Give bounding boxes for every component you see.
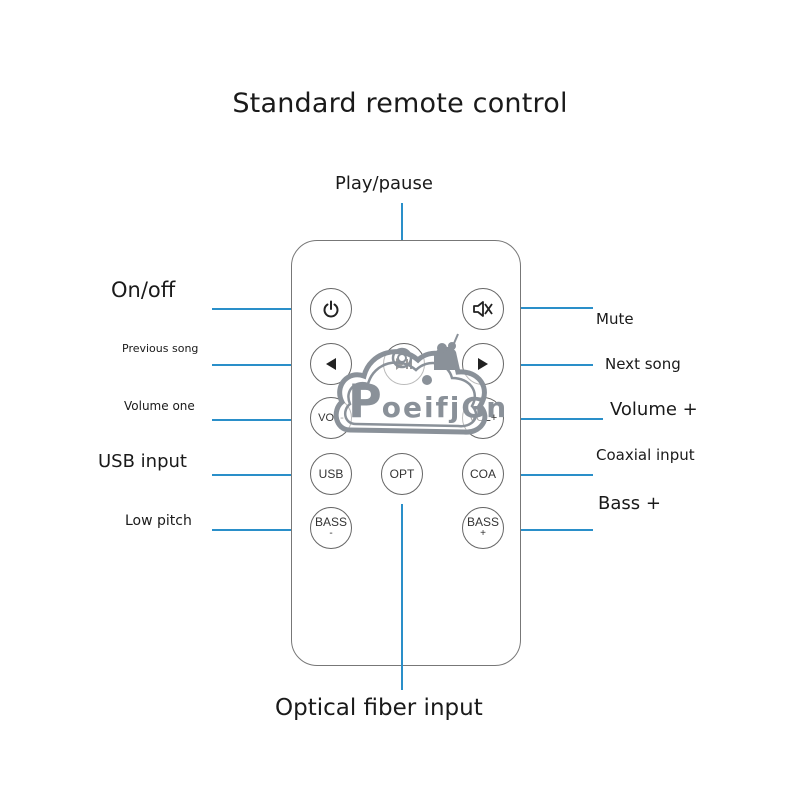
label-usb-input: USB input [98, 451, 187, 472]
play-pause-icon [396, 358, 412, 370]
leader-line-previous-song [212, 364, 292, 366]
next-song-button[interactable] [462, 343, 504, 385]
leader-line-volume-plus [521, 418, 603, 420]
optical-button[interactable]: OPT [381, 453, 423, 495]
label-bass-plus: Bass + [598, 493, 661, 514]
label-coaxial-input: Coaxial input [596, 446, 695, 464]
label-on-off: On/off [111, 278, 176, 302]
bass-plus-sign: + [480, 528, 486, 539]
usb-button[interactable]: USB [310, 453, 352, 495]
play-pause-button[interactable] [383, 343, 425, 385]
triangle-right-icon [478, 358, 488, 370]
bass-minus-button[interactable]: BASS - [310, 507, 352, 549]
label-volume-plus: Volume + [610, 399, 698, 420]
coaxial-button[interactable]: COA [462, 453, 504, 495]
label-optical-input: Optical fiber input [275, 695, 483, 721]
leader-line-optical-input [401, 504, 403, 690]
leader-line-on-off [212, 308, 292, 310]
power-button[interactable] [310, 288, 352, 330]
volume-minus-button[interactable]: VOL- [310, 397, 352, 439]
label-volume-minus: Volume one [124, 399, 195, 413]
bass-minus-label: BASS [314, 515, 347, 529]
diagram-title: Standard remote control [232, 88, 568, 119]
label-previous-song: Previous song [122, 342, 199, 355]
triangle-left-icon [326, 358, 336, 370]
power-icon [323, 300, 339, 318]
leader-line-low-pitch [212, 529, 292, 531]
leader-line-mute [521, 307, 593, 309]
leader-line-usb-input [212, 474, 292, 476]
mute-button[interactable] [462, 288, 504, 330]
volume-plus-button[interactable]: VOL+ [462, 397, 504, 439]
leader-line-volume-minus [212, 419, 292, 421]
label-next-song: Next song [605, 355, 681, 373]
leader-line-coaxial-input [521, 474, 593, 476]
label-mute: Mute [596, 310, 634, 328]
speaker-mute-icon [473, 301, 493, 317]
bass-plus-button[interactable]: BASS + [462, 507, 504, 549]
bass-plus-label: BASS [466, 515, 499, 529]
leader-line-bass-plus [521, 529, 593, 531]
label-play-pause: Play/pause [335, 173, 433, 194]
bass-minus-sign: - [329, 528, 333, 539]
previous-song-button[interactable] [310, 343, 352, 385]
leader-line-next-song [521, 364, 593, 366]
label-low-pitch: Low pitch [125, 513, 192, 529]
